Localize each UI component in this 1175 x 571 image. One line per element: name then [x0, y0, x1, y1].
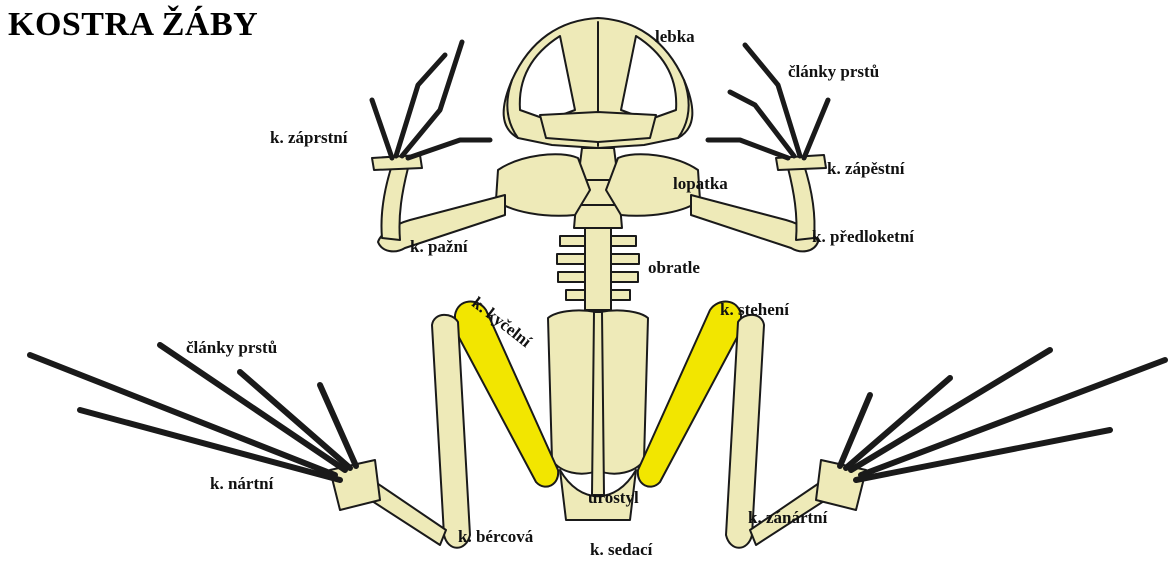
label-k-zanartni: k. zánártní: [748, 508, 827, 528]
femur-right: [638, 302, 741, 487]
label-obratle: obratle: [648, 258, 700, 278]
label-clanky-prstu-bottom: články prstů: [186, 338, 277, 358]
label-k-stehenni: k. stehení: [720, 300, 789, 320]
label-k-sedaci: k. sedací: [590, 540, 652, 560]
label-k-nartni: k. nártní: [210, 474, 273, 494]
label-k-zapestni: k. zápěstní: [827, 159, 904, 179]
tibia-left: [432, 315, 470, 548]
label-lebka: lebka: [655, 27, 695, 47]
label-lopatka: lopatka: [673, 174, 728, 194]
left-arm: [372, 42, 505, 251]
label-k-zaprstni: k. záprstní: [270, 128, 347, 148]
label-k-predloketni: k. předloketní: [812, 227, 914, 247]
left-foot: [30, 345, 446, 545]
label-urostyl: urostyl: [588, 488, 639, 508]
label-k-pazni: k. pažní: [410, 237, 468, 257]
page-title: KOSTRA ŽÁBY: [8, 6, 258, 44]
label-k-bercova: k. bércová: [458, 527, 533, 547]
label-clanky-prstu-top: články prstů: [788, 62, 879, 82]
scapula-left: [496, 154, 590, 216]
